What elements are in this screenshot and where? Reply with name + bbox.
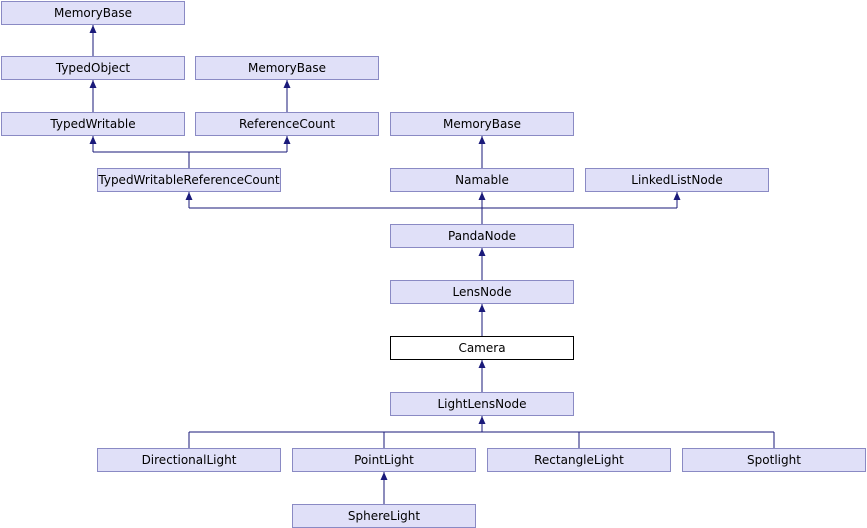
arrow-camera	[478, 360, 486, 368]
node-camera: Camera	[390, 336, 574, 360]
node-memorybase-right[interactable]: MemoryBase	[390, 112, 574, 136]
node-lensnode[interactable]: LensNode	[390, 280, 574, 304]
arrow-namable	[478, 192, 486, 200]
node-namable[interactable]: Namable	[390, 168, 574, 192]
node-rectanglelight[interactable]: RectangleLight	[487, 448, 671, 472]
node-linkedlistnode[interactable]: LinkedListNode	[585, 168, 769, 192]
node-spotlight[interactable]: Spotlight	[682, 448, 866, 472]
node-typedwritablereferencecount[interactable]: TypedWritableReferenceCount	[97, 168, 281, 192]
arrow-memorybase-top	[89, 25, 97, 33]
node-directionallight[interactable]: DirectionalLight	[97, 448, 281, 472]
arrow-linkedlistnode	[673, 192, 681, 200]
arrow-lensnode	[478, 304, 486, 312]
arrow-lightlensnode	[478, 416, 486, 424]
arrow-typedwritable	[89, 136, 97, 144]
arrow-memorybase-right	[478, 136, 486, 144]
node-pandanode[interactable]: PandaNode	[390, 224, 574, 248]
node-pointlight[interactable]: PointLight	[292, 448, 476, 472]
arrow-typedobject	[89, 80, 97, 88]
arrow-twrc	[185, 192, 193, 200]
arrow-memorybase-mid	[283, 80, 291, 88]
node-memorybase-mid[interactable]: MemoryBase	[195, 56, 379, 80]
node-typedobject[interactable]: TypedObject	[1, 56, 185, 80]
node-typedwritable[interactable]: TypedWritable	[1, 112, 185, 136]
node-spherelight[interactable]: SphereLight	[292, 504, 476, 528]
arrow-referencecount	[283, 136, 291, 144]
node-referencecount[interactable]: ReferenceCount	[195, 112, 379, 136]
node-memorybase-top[interactable]: MemoryBase	[1, 1, 185, 25]
arrow-pandanode	[478, 248, 486, 256]
arrow-pointlight	[380, 472, 388, 480]
node-lightlensnode[interactable]: LightLensNode	[390, 392, 574, 416]
